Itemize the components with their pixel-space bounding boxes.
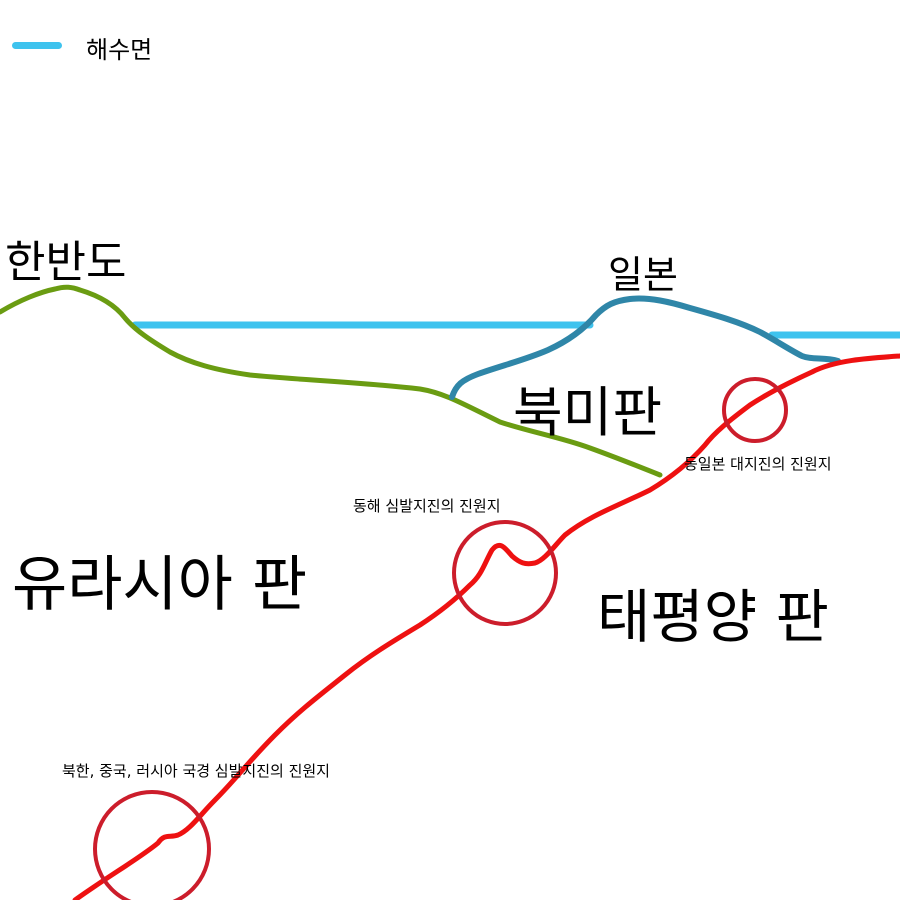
border-quake-label: 북한, 중국, 러시아 국경 심발지진의 진원지: [62, 762, 330, 780]
pacific-plate-label: 태평양 판: [597, 583, 829, 651]
pacific-plate-slab: [72, 353, 900, 900]
sea-level-legend-label: 해수면: [86, 36, 153, 64]
north-american-plate-label: 북미판: [513, 381, 663, 444]
eurasian-plate-label: 유라시아 판: [12, 550, 308, 620]
east-sea-quake-label: 동해 심발지진의 진원지: [353, 497, 501, 515]
eurasian-plate-surface: [0, 284, 663, 478]
japan-label: 일본: [608, 253, 678, 297]
epicenter-circle-border: [93, 790, 211, 900]
korean-peninsula-label: 한반도: [5, 237, 127, 288]
epicenter-circle-east-japan: [722, 377, 788, 443]
sea-level-legend-swatch: [12, 42, 62, 49]
east-japan-quake-label: 동일본 대지진의 진원지: [684, 455, 832, 473]
north-american-plate-surface: [449, 295, 841, 400]
epicenter-circle-east-sea: [452, 520, 558, 626]
